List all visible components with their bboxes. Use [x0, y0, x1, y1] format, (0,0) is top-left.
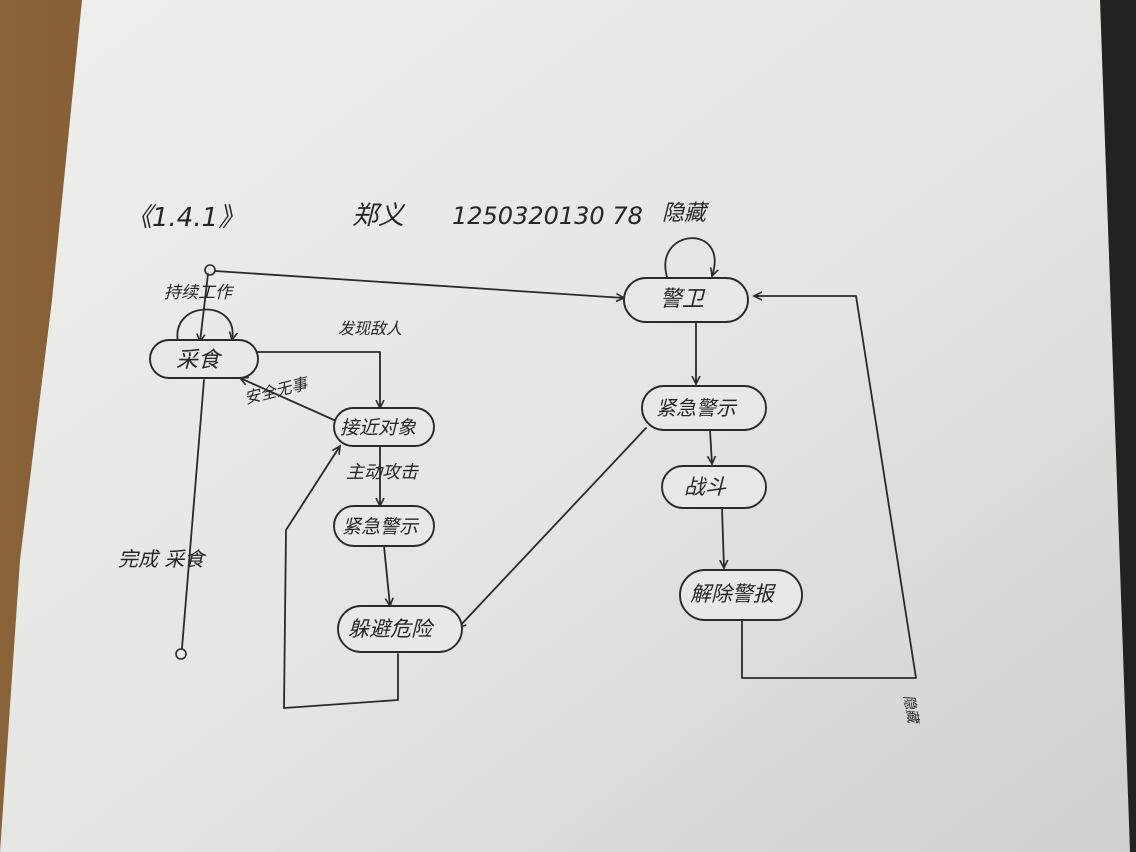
arrow-escape-loop	[283, 446, 399, 709]
arrow-start-to-forage	[200, 273, 209, 342]
state-forage: 采食	[149, 339, 259, 379]
label-enemy-approach: 发现敌人	[338, 319, 402, 338]
hidden-label: 隐藏	[662, 201, 709, 226]
state-disarm: 解除警报	[679, 569, 803, 621]
label-done-forage: 完成 采食	[118, 547, 207, 571]
state-alert-label: 紧急警示	[342, 516, 420, 538]
state-combat: 战斗	[661, 465, 767, 509]
section-number: 《1.4.1》	[126, 203, 244, 233]
state-approach: 接近对象	[333, 407, 435, 447]
state-disarm-label: 解除警报	[690, 582, 777, 606]
label-mark: 隐藏	[900, 694, 921, 726]
arrow-combat-to-disarm	[722, 507, 724, 568]
arrow-start-to-guard	[214, 270, 624, 298]
author-name: 郑义	[352, 201, 406, 231]
loop-guard	[664, 237, 714, 281]
state-forage-label: 采食	[176, 348, 223, 373]
arrow-forage-to-approach	[257, 351, 380, 408]
label-strike: 主动攻击	[346, 462, 419, 483]
line-forage-to-end	[181, 379, 205, 649]
arrow-alarm-to-escape	[458, 427, 647, 628]
state-escape: 躲避危险	[337, 605, 463, 653]
state-alert: 紧急警示	[333, 505, 435, 547]
arrow-disarm-to-guard	[741, 296, 917, 679]
state-alarm: 紧急警示	[641, 385, 767, 431]
state-escape-label: 躲避危险	[348, 617, 435, 641]
state-alarm-label: 紧急警示	[656, 396, 738, 420]
label-busy: 持续工作	[164, 283, 235, 303]
state-approach-label: 接近对象	[340, 417, 417, 439]
initial-node	[204, 264, 216, 276]
student-id: 1250320130 78	[452, 202, 643, 230]
final-node	[175, 648, 187, 660]
arrow-approach-to-forage	[240, 378, 335, 421]
state-combat-label: 战斗	[684, 475, 727, 499]
arrow-alarm-to-combat	[710, 429, 712, 464]
arrow-alert-to-escape	[383, 545, 390, 606]
loop-forage	[176, 308, 232, 343]
state-guard-label: 警卫	[660, 287, 706, 312]
state-guard: 警卫	[623, 277, 749, 323]
